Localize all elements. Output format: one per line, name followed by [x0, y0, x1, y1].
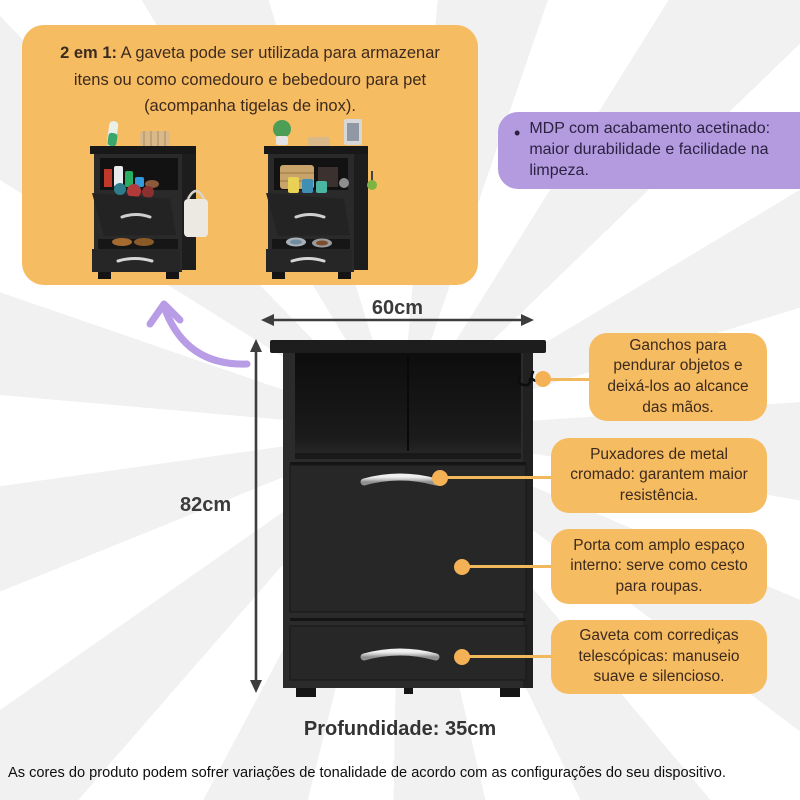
jar-icon	[308, 137, 330, 146]
disclaimer-text: As cores do produto podem sofrer variaçõ…	[8, 765, 726, 781]
callout-handles-text: Puxadores de metal cromado: garantem mai…	[570, 445, 748, 504]
connector-dot-handles	[432, 470, 448, 486]
iron-icon	[106, 121, 119, 148]
width-dimension-arrow	[260, 312, 535, 328]
tote-bag-icon	[184, 189, 208, 237]
height-dimension-label: 82cm	[180, 494, 232, 516]
callout-drawer-text: Gaveta com corrediças telescópicas: manu…	[578, 627, 740, 686]
cabinet-illustration	[268, 336, 548, 700]
callout-handles: Puxadores de metal cromado: garantem mai…	[551, 438, 767, 513]
feature-title: 2 em 1: A gaveta pode ser utilizada para…	[48, 40, 452, 120]
drawer-handle	[360, 648, 440, 661]
width-dimension-label: 60cm	[371, 297, 424, 319]
callout-door-text: Porta com amplo espaço interno: serve co…	[570, 536, 748, 595]
curved-arrow-icon	[140, 292, 260, 377]
height-dimension-arrow	[248, 338, 264, 694]
depth-label: Profundidade: 35cm	[303, 718, 497, 740]
connector-dot-hooks	[535, 371, 551, 387]
callout-door: Porta com amplo espaço interno: serve co…	[551, 529, 767, 604]
product-photo-pet	[260, 115, 386, 281]
hanging-keys-icon	[367, 171, 377, 190]
material-note-text: MDP com acabamento acetinado: maior dura…	[529, 120, 771, 179]
cabinet-photo-right	[264, 146, 368, 279]
feature-title-bold: 2 em 1:	[60, 44, 117, 62]
connector-dot-drawer	[454, 649, 470, 665]
photo-frame-icon	[344, 119, 362, 145]
callout-hooks-text: Ganchos para pendurar objetos e deixá-lo…	[607, 336, 749, 416]
cabinet-body	[270, 340, 546, 697]
connector-line-handles	[440, 476, 555, 479]
cabinet-photo-left	[90, 146, 196, 279]
door-handle	[360, 473, 440, 486]
callout-drawer: Gaveta com corrediças telescópicas: manu…	[551, 620, 767, 694]
feature-panel: 2 em 1: A gaveta pode ser utilizada para…	[22, 25, 478, 285]
plant-icon	[273, 120, 291, 145]
connector-line-door	[462, 565, 555, 568]
callout-hooks: Ganchos para pendurar objetos e deixá-lo…	[589, 333, 767, 421]
feature-title-rest: A gaveta pode ser utilizada para armazen…	[73, 44, 440, 116]
hamper-door	[289, 464, 527, 613]
connector-dot-door	[454, 559, 470, 575]
connector-line-hooks	[543, 378, 593, 381]
material-note: • MDP com acabamento acetinado: maior du…	[498, 112, 800, 189]
product-photo-laundry	[78, 115, 220, 281]
bullet-icon: •	[514, 123, 521, 143]
connector-line-drawer	[462, 655, 555, 658]
basket-icon	[140, 131, 170, 146]
